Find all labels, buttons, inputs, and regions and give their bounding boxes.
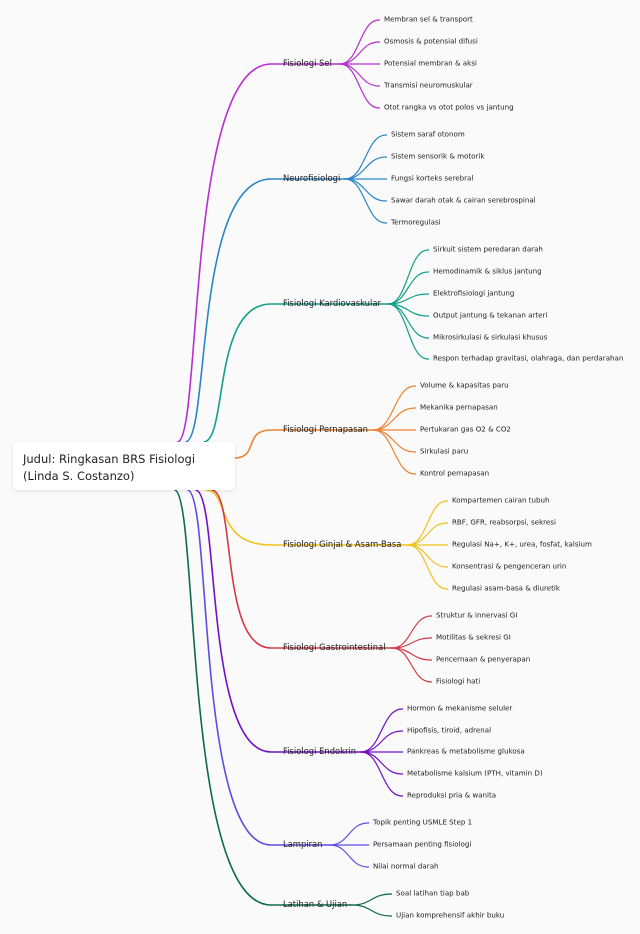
leaf-connector: [351, 904, 392, 917]
leaf-connector: [344, 156, 387, 180]
leaf-label[interactable]: Mekanika pernapasan: [420, 403, 498, 412]
leaf-connector: [339, 63, 380, 109]
branch-label[interactable]: Fisiologi Kardiovaskular: [283, 298, 381, 308]
leaf-connector: [407, 544, 448, 568]
leaf-label[interactable]: RBF, GFR, reabsorpsi, sekresi: [452, 518, 556, 527]
leaf-connector: [344, 178, 387, 224]
leaf-label[interactable]: Potensial membran & aksi: [384, 59, 477, 68]
leaf-label[interactable]: Kompartemen cairan tubuh: [452, 496, 550, 505]
leaf-connector: [360, 708, 403, 753]
leaf-connector: [344, 178, 387, 202]
leaf-label[interactable]: Soal latihan tiap bab: [396, 889, 470, 898]
leaf-connector: [372, 407, 416, 431]
leaf-label[interactable]: Sawar darah otak & cairan serebrospinal: [391, 196, 536, 205]
leaf-label[interactable]: Kontrol pernapasan: [420, 469, 489, 478]
leaf-connector: [339, 63, 380, 87]
leaf-connector: [344, 134, 387, 180]
leaf-label[interactable]: Nilai normal darah: [373, 862, 439, 871]
branch-label[interactable]: Fisiologi Endokrin: [283, 746, 356, 756]
leaf-label[interactable]: Output jantung & tekanan arteri: [433, 311, 547, 320]
branch-label[interactable]: Fisiologi Pernapasan: [283, 424, 368, 434]
leaf-label[interactable]: Topik penting USMLE Step 1: [372, 818, 472, 827]
leaf-label[interactable]: Termoregulasi: [390, 218, 441, 227]
leaf-label[interactable]: Mikrosirkulasi & sirkulasi khusus: [433, 333, 548, 342]
leaf-connector: [351, 893, 392, 906]
leaf-label[interactable]: Sirkulasi paru: [420, 447, 468, 456]
branch-connector: [195, 489, 362, 753]
leaf-connector: [360, 751, 403, 775]
branch-label[interactable]: Fisiologi Sel: [283, 58, 332, 68]
leaf-label[interactable]: Pertukaran gas O2 & CO2: [420, 425, 511, 434]
branch-group: Neurofisiologi Sistem saraf otonomSistem …: [185, 130, 536, 443]
leaf-label[interactable]: Reproduksi pria & wanita: [407, 791, 496, 800]
leaf-label[interactable]: Pencernaan & penyerapan: [436, 655, 530, 664]
leaf-label[interactable]: Hemodinamik & siklus jantung: [433, 267, 542, 276]
branch-label[interactable]: Fisiologi Ginjal & Asam-Basa: [283, 539, 401, 549]
leaf-label[interactable]: Membran sel & transport: [384, 15, 473, 24]
leaf-label[interactable]: Metabolisme kalsium (PTH, vitamin D): [407, 769, 543, 778]
branch-group: Fisiologi Ginjal & Asam-Basa Kompartemen …: [205, 489, 592, 593]
leaf-label[interactable]: Motilitas & sekresi GI: [436, 633, 511, 642]
leaf-label[interactable]: Hipofisis, tiroid, adrenal: [407, 726, 491, 735]
leaf-label[interactable]: Fungsi korteks serebral: [391, 174, 473, 183]
leaf-label[interactable]: Pankreas & metabolisme glukosa: [407, 747, 525, 756]
branch-label[interactable]: Neurofisiologi: [283, 173, 340, 183]
leaf-label[interactable]: Persamaan penting fisiologi: [373, 840, 471, 849]
branch-group: Fisiologi Kardiovaskular Sirkuit sistem p…: [203, 245, 623, 443]
branch-connector: [211, 489, 393, 649]
leaf-connector: [407, 522, 448, 546]
root-title: Judul: Ringkasan BRS Fisiologi (Linda S.…: [23, 452, 196, 483]
branch-group: Fisiologi Endokrin Hormon & mekanisme sel…: [195, 489, 543, 800]
leaf-label[interactable]: Sistem saraf otonom: [391, 130, 465, 139]
branch-connector: [185, 178, 346, 443]
leaf-connector: [387, 303, 429, 360]
leaf-label[interactable]: Respon terhadap gravitasi, olahraga, dan…: [433, 354, 623, 363]
leaf-connector: [360, 730, 403, 753]
leaf-connector: [360, 751, 403, 797]
leaf-label[interactable]: Ujian komprehensif akhir buku: [396, 911, 504, 920]
branch-connector: [174, 489, 353, 906]
leaf-label[interactable]: Osmosis & potensial difusi: [384, 37, 478, 46]
leaf-label[interactable]: Fisiologi hati: [436, 677, 480, 686]
branch-connector: [177, 63, 341, 443]
leaf-connector: [339, 41, 380, 65]
leaf-label[interactable]: Struktur & innervasi GI: [436, 611, 517, 620]
leaf-label[interactable]: Transmisi neuromuskular: [383, 81, 473, 90]
leaf-label[interactable]: Sirkuit sistem peredaran darah: [433, 245, 543, 254]
leaf-label[interactable]: Elektrofisiologi jantung: [433, 289, 514, 298]
branch-group: Lampiran Topik penting USMLE Step 1 Persam…: [187, 489, 472, 871]
leaf-label[interactable]: Regulasi Na+, K+, urea, fosfat, kalsium: [452, 540, 592, 549]
leaf-label[interactable]: Otot rangka vs otot polos vs jantung: [384, 103, 514, 112]
branch-label[interactable]: Latihan & Ujian: [283, 899, 347, 909]
leaf-label[interactable]: Sistem sensorik & motorik: [391, 152, 485, 161]
leaf-connector: [372, 385, 416, 431]
branch-connector: [203, 303, 389, 443]
branch-group: Fisiologi Gastrointestinal Struktur & inn…: [211, 489, 530, 686]
leaf-connector: [372, 429, 416, 453]
leaf-label[interactable]: Hormon & mekanisme seluler: [407, 704, 512, 713]
leaf-label[interactable]: Konsentrasi & pengenceran urin: [452, 562, 566, 571]
leaf-connector: [387, 249, 429, 305]
branch-group: Latihan & Ujian Soal latihan tiap babUjia…: [174, 489, 504, 920]
leaf-label[interactable]: Volume & kapasitas paru: [420, 381, 509, 390]
branch-group: Fisiologi Pernapasan Volume & kapasitas p…: [234, 381, 511, 478]
leaf-connector: [339, 19, 380, 65]
leaf-label[interactable]: Regulasi asam-basa & diuretik: [452, 584, 561, 593]
branch-connector: [234, 429, 374, 459]
branch-connector: [205, 489, 409, 546]
leaf-connector: [407, 544, 448, 590]
branch-label[interactable]: Fisiologi Gastrointestinal: [283, 642, 386, 652]
branch-connector: [187, 489, 331, 846]
leaf-connector: [372, 429, 416, 475]
root-node[interactable]: Judul: Ringkasan BRS Fisiologi (Linda S.…: [13, 442, 235, 490]
leaf-connector: [329, 822, 369, 846]
leaf-connector: [391, 647, 432, 683]
leaf-connector: [407, 500, 448, 546]
leaf-connector: [329, 844, 369, 868]
branch-label[interactable]: Lampiran: [283, 839, 322, 849]
branch-group: Fisiologi Sel Membran sel & transportOsmo…: [177, 15, 514, 443]
